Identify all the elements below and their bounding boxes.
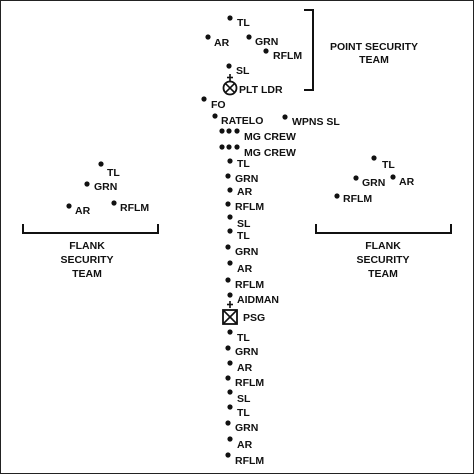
soldier-dot: [390, 174, 396, 180]
soldier-dot: [84, 181, 90, 187]
right-flank-label-line3: TEAM: [368, 268, 398, 280]
ratelo-label: RATELO: [221, 115, 263, 127]
right-grn-label: GRN: [362, 177, 385, 189]
point-security-label-line2: TEAM: [359, 54, 389, 66]
squad1-rflm-label: RFLM: [235, 201, 264, 213]
soldier-dot: [201, 96, 207, 102]
point-security-bracket: [304, 9, 314, 91]
aidman-label: AIDMAN: [237, 294, 279, 306]
squad1-ar-label: AR: [237, 186, 253, 198]
soldier-dot: [225, 173, 231, 179]
squad3-sl-label: SL: [237, 393, 251, 405]
soldier-dot: [227, 389, 233, 395]
right-flank-bracket: [315, 224, 452, 234]
right-tl-label: TL: [382, 159, 395, 171]
squad2-tl-label: TL: [237, 230, 250, 242]
plt-ldr-label: PLT LDR: [239, 84, 283, 96]
point-security-team: TL AR GRN RFLM SL: [205, 15, 302, 77]
soldier-dot: [227, 436, 233, 442]
left-flank-bracket: [22, 224, 159, 234]
soldier-dot: [111, 200, 117, 206]
squad2-ar-label: AR: [237, 263, 253, 275]
squad1-grn-label: GRN: [235, 173, 258, 185]
left-flank-team: TL GRN AR RFLM: [66, 161, 149, 217]
soldier-dot: [227, 228, 233, 234]
point-ar-label: AR: [214, 37, 230, 49]
soldier-dot: [263, 48, 269, 54]
right-flank-team: TL GRN AR RFLM: [334, 155, 415, 205]
soldier-dot: [227, 260, 233, 266]
soldier-dot: [334, 193, 340, 199]
soldier-dot: [371, 155, 377, 161]
left-flank-label-line3: TEAM: [72, 268, 102, 280]
squad1-sl-label: SL: [237, 218, 251, 230]
soldier-dot: [225, 375, 231, 381]
left-tl-label: TL: [107, 167, 120, 179]
soldier-dot: [227, 187, 233, 193]
squad2-grn-label: GRN: [235, 246, 258, 258]
soldier-dot: [227, 404, 233, 410]
mg-crew-2-label: MG CREW: [244, 147, 296, 159]
point-security-label-line1: POINT SECURITY: [330, 41, 418, 53]
soldier-dot: [226, 63, 232, 69]
soldier-dot: [225, 201, 231, 207]
left-grn-label: GRN: [94, 181, 117, 193]
left-rflm-label: RFLM: [120, 202, 149, 214]
soldier-dot: [246, 34, 252, 40]
squad4-rflm-label: RFLM: [235, 455, 264, 467]
soldier-dot: [225, 420, 231, 426]
squad3-ar-label: AR: [237, 362, 253, 374]
soldier-dot: [227, 292, 233, 298]
soldier-dot: [227, 158, 233, 164]
mg-crew-1-label: MG CREW: [244, 131, 296, 143]
mg-crews: [219, 128, 240, 150]
right-flank-label-line2: SECURITY: [356, 254, 409, 266]
point-grn-label: GRN: [255, 36, 278, 48]
squad3-tl-label: TL: [237, 332, 250, 344]
squad4-ar-label: AR: [237, 439, 253, 451]
soldier-dot: [212, 113, 218, 119]
squad3-grn-label: GRN: [235, 346, 258, 358]
squad1-tl-label: TL: [237, 158, 250, 170]
squad4-grn-label: GRN: [235, 422, 258, 434]
right-rflm-label: RFLM: [343, 193, 372, 205]
squad3-rflm-label: RFLM: [235, 377, 264, 389]
soldier-dot: [225, 277, 231, 283]
soldier-dot: [205, 34, 211, 40]
soldier-dot: [227, 214, 233, 220]
soldier-dot: [225, 244, 231, 250]
wpns-sl-label: WPNS SL: [292, 116, 340, 128]
point-rflm-label: RFLM: [273, 50, 302, 62]
plt-ldr-symbol: [222, 74, 238, 96]
left-flank-label-line1: FLANK: [69, 240, 105, 252]
soldier-dot: [225, 345, 231, 351]
psg-label: PSG: [243, 312, 265, 324]
soldier-dot: [98, 161, 104, 167]
soldier-dot: [353, 175, 359, 181]
soldier-dot: [225, 452, 231, 458]
soldier-dot: [227, 15, 233, 21]
squad4-tl-label: TL: [237, 407, 250, 419]
soldier-dot: [66, 203, 72, 209]
psg-symbol: [222, 301, 238, 325]
right-ar-label: AR: [399, 176, 415, 188]
soldier-dot: [227, 329, 233, 335]
squad2-rflm-label: RFLM: [235, 279, 264, 291]
right-flank-label-line1: FLANK: [365, 240, 401, 252]
point-tl-label: TL: [237, 17, 250, 29]
fo-label: FO: [211, 99, 226, 111]
left-ar-label: AR: [75, 205, 91, 217]
left-flank-label-line2: SECURITY: [60, 254, 113, 266]
point-sl-label: SL: [236, 65, 250, 77]
soldier-dot: [282, 114, 288, 120]
soldier-dot: [227, 360, 233, 366]
